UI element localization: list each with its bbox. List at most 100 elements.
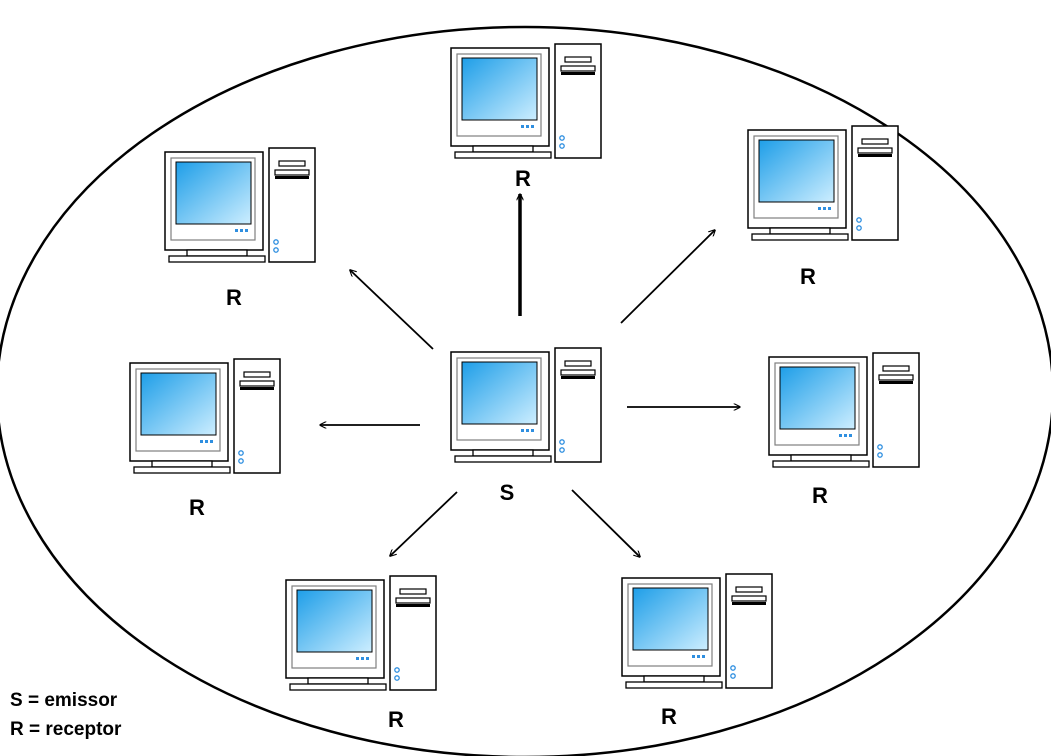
monitor-led-icon [849, 434, 852, 437]
drive-slot [561, 72, 595, 75]
monitor-bezel [291, 585, 377, 669]
power-button-icon [394, 675, 400, 681]
monitor-base [454, 151, 552, 159]
monitor-led-icon [697, 655, 700, 658]
drive-bay [735, 586, 763, 593]
monitor-led-icon [361, 657, 364, 660]
drive-bay [278, 160, 306, 167]
tower-case [233, 358, 281, 474]
drive-bay [399, 588, 427, 595]
tower-case [872, 352, 920, 468]
power-led-icon [394, 667, 400, 673]
monitor-led-icon [521, 125, 524, 128]
arrow-sender-to-receiver-upper-left [350, 270, 434, 350]
monitor-led-icon [235, 229, 238, 232]
drive-slot [396, 604, 430, 607]
monitor-base [454, 455, 552, 463]
computer-icon [285, 575, 437, 691]
monitor-stand [186, 249, 248, 257]
power-led-icon [238, 450, 244, 456]
monitor-screen [461, 57, 538, 121]
drive-bay [243, 371, 271, 378]
monitor-screen [140, 372, 217, 436]
power-button-icon [559, 447, 565, 453]
tower-case [851, 125, 899, 241]
node-sender: S [450, 347, 602, 505]
power-button-icon [877, 452, 883, 458]
arrow-sender-to-receiver-lower-right [571, 489, 640, 557]
monitor-bezel [170, 157, 256, 241]
drive-slot [275, 176, 309, 179]
arrow-sender-to-receiver-upper-right [620, 230, 715, 324]
drive-slot [879, 381, 913, 384]
monitor-bezel [456, 53, 542, 137]
monitor-base [625, 681, 723, 689]
node-receiver-top: R [450, 43, 602, 191]
monitor-led-icon [521, 429, 524, 432]
node-label: R [800, 264, 816, 289]
legend-item: S = emissor [10, 690, 118, 711]
power-button-icon [559, 143, 565, 149]
power-button-icon [856, 225, 862, 231]
drive-bay [857, 147, 893, 154]
power-button-icon [273, 247, 279, 253]
node-label: R [388, 707, 404, 732]
tower-case [554, 43, 602, 159]
drive-bay [395, 597, 431, 604]
drive-bay [564, 56, 592, 63]
monitor-led-icon [240, 229, 243, 232]
computer-icon [450, 43, 602, 159]
node-receiver-lower-right: R [621, 573, 773, 729]
monitor-bezel [135, 368, 221, 452]
tower-case [268, 147, 316, 263]
power-led-icon [559, 439, 565, 445]
drive-bay [882, 365, 910, 372]
monitor-bezel [774, 362, 860, 446]
computer-icon [747, 125, 899, 241]
monitor-led-icon [205, 440, 208, 443]
monitor-screen [461, 361, 538, 425]
drive-bay [560, 369, 596, 376]
monitor-screen [175, 161, 252, 225]
monitor-stand [151, 460, 213, 468]
monitor-stand [472, 145, 534, 153]
arrow-sender-to-receiver-lower-left [390, 491, 458, 556]
monitor-led-icon [692, 655, 695, 658]
monitor-led-icon [526, 125, 529, 128]
node-receiver-upper-left: R [164, 147, 316, 310]
drive-bay [564, 360, 592, 367]
power-led-icon [730, 665, 736, 671]
monitor-screen [758, 139, 835, 203]
node-receiver-upper-right: R [747, 125, 899, 289]
drive-slot [858, 154, 892, 157]
drive-bay [878, 374, 914, 381]
power-button-icon [730, 673, 736, 679]
computer-icon [129, 358, 281, 474]
tower-case [725, 573, 773, 689]
monitor-stand [472, 449, 534, 457]
computer-icon [164, 147, 316, 263]
monitor-led-icon [828, 207, 831, 210]
monitor-led-icon [844, 434, 847, 437]
monitor-base [133, 466, 231, 474]
drive-bay [861, 138, 889, 145]
monitor-led-icon [818, 207, 821, 210]
monitor-led-icon [526, 429, 529, 432]
monitor-led-icon [702, 655, 705, 658]
node-label: R [515, 166, 531, 191]
monitor-base [289, 683, 387, 691]
drive-bay [560, 65, 596, 72]
monitor-led-icon [356, 657, 359, 660]
monitor-bezel [753, 135, 839, 219]
monitor-led-icon [210, 440, 213, 443]
node-label: R [812, 483, 828, 508]
drive-slot [732, 602, 766, 605]
drive-slot [561, 376, 595, 379]
monitor-led-icon [823, 207, 826, 210]
node-receiver-left: R [129, 358, 281, 520]
power-led-icon [877, 444, 883, 450]
monitor-led-icon [839, 434, 842, 437]
drive-bay [731, 595, 767, 602]
monitor-base [168, 255, 266, 263]
